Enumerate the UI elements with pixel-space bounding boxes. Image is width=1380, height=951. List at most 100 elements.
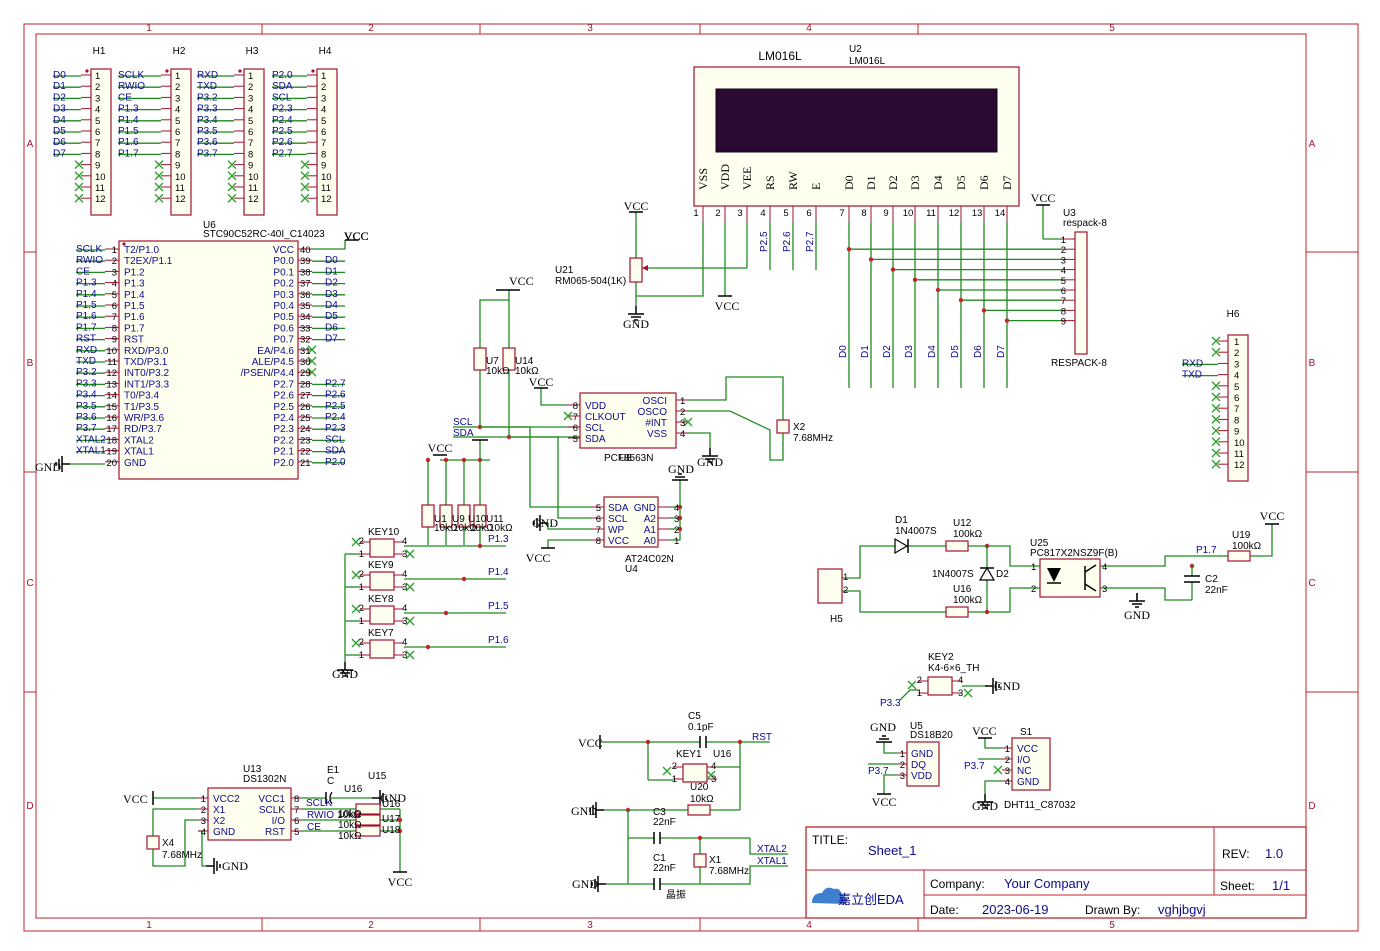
gnd-label: GND	[572, 877, 598, 891]
mcu-pin-name: VCC	[273, 245, 294, 256]
ds18b20-body[interactable]	[906, 741, 940, 787]
ds1302-pin-number: 6	[294, 816, 299, 827]
no-connect-mark	[300, 171, 310, 181]
no-connect-mark	[307, 367, 317, 377]
key1-body[interactable]	[682, 763, 708, 783]
eeprom-sda-wire	[480, 426, 592, 508]
respack-value: respack-8	[1063, 218, 1107, 229]
mcu-net-label: RXD	[76, 345, 97, 356]
respack-pin-number: 2	[1061, 245, 1066, 256]
no-connect-cross	[405, 582, 415, 592]
mcu-net-label: P3.4	[76, 390, 97, 401]
no-connect-cross	[1211, 414, 1221, 424]
diode-d2[interactable]	[978, 566, 996, 581]
mcu-pin-name: GND	[124, 458, 146, 469]
header-net-label: D1	[53, 81, 66, 92]
header-net-label: D4	[53, 115, 66, 126]
no-connect-cross	[154, 160, 164, 170]
key-body[interactable]	[369, 538, 395, 558]
rtc-body[interactable]	[579, 392, 677, 449]
crystal-x2[interactable]	[776, 419, 790, 434]
resistor-u20[interactable]	[687, 804, 711, 816]
ds-vcc-wire	[883, 774, 897, 794]
rtc-pin-name: SCL	[585, 423, 605, 434]
key-pin-num: 2	[917, 675, 922, 686]
resistor-pullup[interactable]	[421, 504, 435, 528]
no-connect-cross	[706, 770, 716, 780]
dht11-body[interactable]	[1011, 737, 1051, 791]
resistor-u16c[interactable]	[355, 803, 381, 815]
ds1302-body[interactable]	[207, 787, 292, 841]
mcu-net-label: P1.5	[76, 300, 97, 311]
resistor-pullup[interactable]	[439, 504, 453, 528]
res-ref: U12	[953, 518, 972, 529]
diode-d1[interactable]	[894, 537, 909, 555]
pot-body[interactable]	[629, 257, 643, 283]
lcd-pin-number: 3	[737, 208, 742, 219]
key-ref: KEY7	[368, 628, 394, 639]
mcu-net-label: P3.7	[76, 423, 97, 434]
no-connect-mark	[351, 604, 361, 614]
key-net-label: P1.3	[488, 534, 509, 545]
header-ref: H6	[1227, 309, 1240, 320]
header-net-label: P2.0	[272, 70, 293, 81]
crystal-x1[interactable]	[693, 853, 707, 868]
no-connect-mark	[1211, 381, 1221, 391]
eeprom-vcc-wire	[547, 539, 592, 548]
resistor-u19[interactable]	[1227, 550, 1251, 562]
header-pin-number: 5	[248, 116, 253, 127]
header-pin-number: 2	[175, 82, 180, 93]
crystal-x4[interactable]	[146, 835, 160, 850]
ds1302-pin-name: X2	[213, 816, 226, 827]
lcd-ctrl-label: P2.5	[759, 231, 770, 252]
mcu-pin-number: 8	[112, 323, 117, 334]
resistor-u17[interactable]	[355, 814, 381, 826]
vcc-label: VCC	[1260, 509, 1285, 523]
respack-body[interactable]	[1074, 231, 1088, 355]
ds1302-pin-name: X1	[213, 805, 226, 816]
key2-body[interactable]	[927, 676, 953, 696]
header-net-label: P2.6	[272, 137, 293, 148]
no-connect-mark	[154, 171, 164, 181]
no-connect-mark	[662, 766, 672, 776]
mcu-pin-number: 25	[300, 413, 311, 424]
vcc-label: VCC	[428, 441, 453, 455]
resistor-u16[interactable]	[945, 606, 969, 618]
pot-wiper-icon	[642, 265, 648, 271]
dht11-pin-number: 2	[1005, 755, 1010, 766]
header-net-label: SDA	[272, 81, 293, 92]
header-pin-number: 5	[95, 116, 100, 127]
resistor-pullup[interactable]	[457, 504, 471, 528]
res-value: 10kΩ	[338, 809, 362, 820]
ds1302-pin-number: 8	[294, 794, 299, 805]
no-connect-cross	[74, 171, 84, 181]
lcd-data-label: D0	[838, 345, 849, 358]
mcu-vcc-wire	[312, 240, 346, 250]
resistor-u18[interactable]	[355, 825, 381, 837]
resistor-u14[interactable]	[502, 347, 516, 371]
key-body[interactable]	[369, 571, 395, 591]
border-row-label: C	[1308, 578, 1315, 589]
lcd-ctrl-label: P2.6	[782, 231, 793, 252]
mcu-net-label: P1.6	[76, 311, 97, 322]
key-body[interactable]	[369, 605, 395, 625]
header-net-label: P3.2	[197, 92, 218, 103]
border-col-label: 5	[1109, 920, 1115, 931]
h5-body[interactable]	[817, 568, 843, 604]
key-body[interactable]	[369, 639, 395, 659]
border-col-label: 2	[368, 920, 374, 931]
mcu-pin-number: 34	[300, 312, 311, 323]
dht-gnd-wire	[984, 780, 1002, 794]
eeprom-body[interactable]	[603, 496, 659, 548]
components[interactable]	[55, 66, 1279, 904]
header-pin-number: 4	[95, 105, 100, 116]
key-pin-num: 3	[402, 616, 407, 627]
drawn-value: vghjbgvj	[1158, 902, 1206, 917]
optocoupler-body[interactable]	[1039, 558, 1101, 598]
resistor-pullup[interactable]	[473, 504, 487, 528]
mcu-body[interactable]	[118, 240, 299, 480]
resistor-u12[interactable]	[945, 540, 969, 552]
resistor-u7[interactable]	[473, 347, 487, 371]
mcu-pin-number: 5	[112, 290, 117, 301]
